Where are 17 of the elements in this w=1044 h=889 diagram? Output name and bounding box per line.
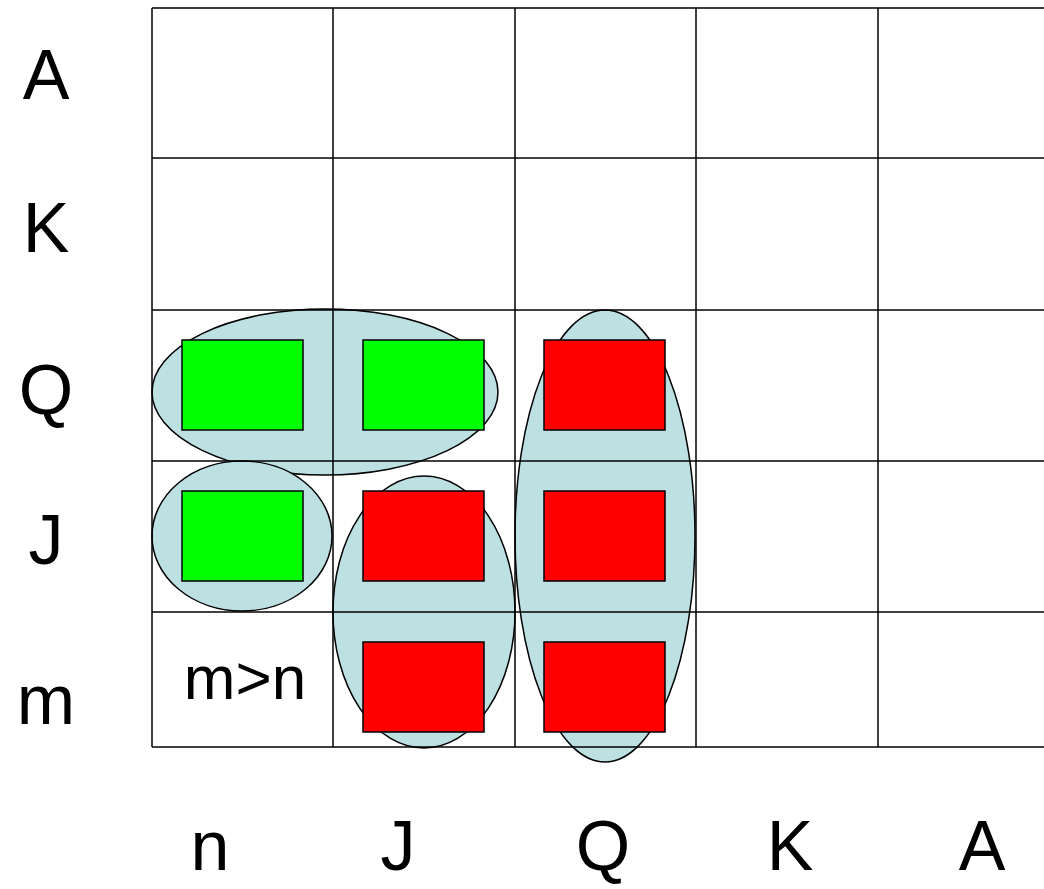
row-label: K [22,193,70,263]
square-marker [181,339,304,431]
square-marker [362,490,485,582]
column-label: K [766,811,814,881]
square-marker [543,641,666,733]
square-marker [362,339,485,431]
row-label: J [28,505,64,575]
square-marker [181,490,304,582]
column-label: J [380,811,416,881]
row-label: m [16,665,76,735]
column-label: n [190,811,230,881]
square-marker [543,490,666,582]
square-marker [362,641,485,733]
row-label: A [22,40,70,110]
square-marker [543,339,666,431]
cell-text: m>n [183,647,307,709]
column-label: A [958,811,1006,881]
